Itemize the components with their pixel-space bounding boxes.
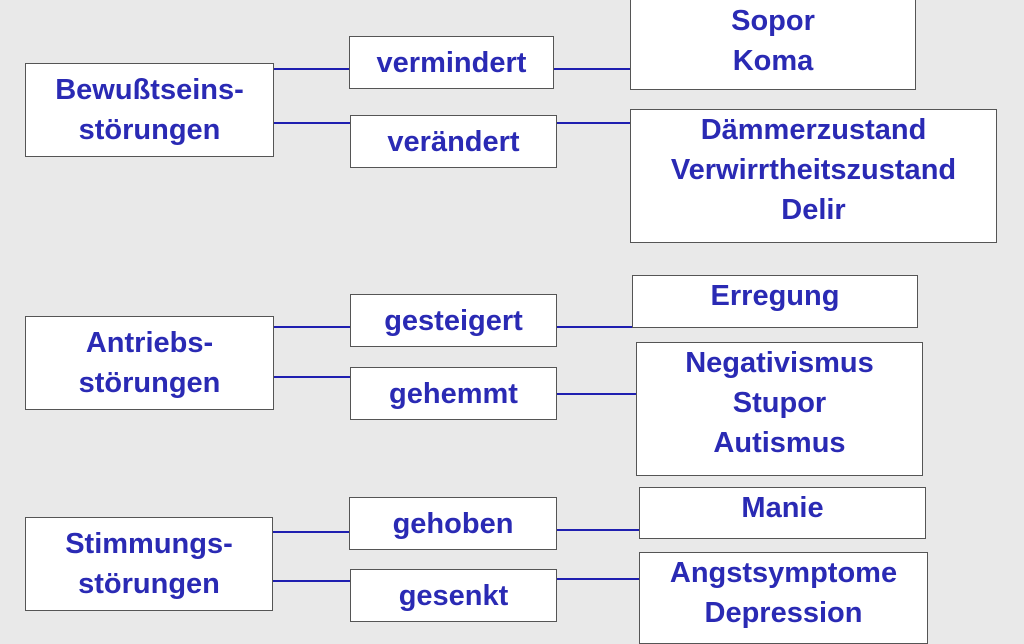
outcome-label: Angstsymptome [669,557,898,589]
branch-box-bewusstsein-1: verändert [350,115,557,168]
outcome-label: Manie [741,492,824,524]
category-label: störungen [78,568,220,600]
outcome-box-stimmung-0: Manie [639,487,926,539]
branch-label: gehemmt [389,377,518,410]
branch-box-bewusstsein-0: vermindert [349,36,554,89]
branch-label: gehoben [392,507,514,540]
category-label: Antriebs- [85,327,214,359]
branch-box-antrieb-0: gesteigert [350,294,557,347]
outcome-label: Koma [732,45,814,77]
outcome-label: Erregung [710,280,840,312]
branch-box-stimmung-0: gehoben [349,497,557,550]
branch-label: vermindert [376,46,527,79]
branch-label: gesteigert [384,304,523,337]
category-label: störungen [78,114,221,146]
category-box-bewusstsein: Bewußtseins-störungen [25,63,274,157]
outcome-label: Stupor [732,387,827,419]
outcome-label: Verwirrtheitszustand [670,154,957,186]
category-label: Bewußtseins- [55,74,244,106]
category-label: Stimmungs- [65,528,233,560]
outcome-box-antrieb-0: Erregung [632,275,918,328]
outcome-label: Negativismus [685,347,874,379]
outcome-label: Delir [781,194,846,226]
branch-label: verändert [387,125,520,158]
category-box-stimmung: Stimmungs-störungen [25,517,273,611]
outcome-label: Depression [704,597,863,629]
category-label: störungen [78,367,221,399]
branch-box-antrieb-1: gehemmt [350,367,557,420]
outcome-label: Dämmerzustand [700,114,927,146]
branch-label: gesenkt [398,579,509,612]
outcome-label: Sopor [731,5,815,37]
outcome-label: Autismus [713,427,846,459]
category-box-antrieb: Antriebs-störungen [25,316,274,410]
branch-box-stimmung-1: gesenkt [350,569,557,622]
